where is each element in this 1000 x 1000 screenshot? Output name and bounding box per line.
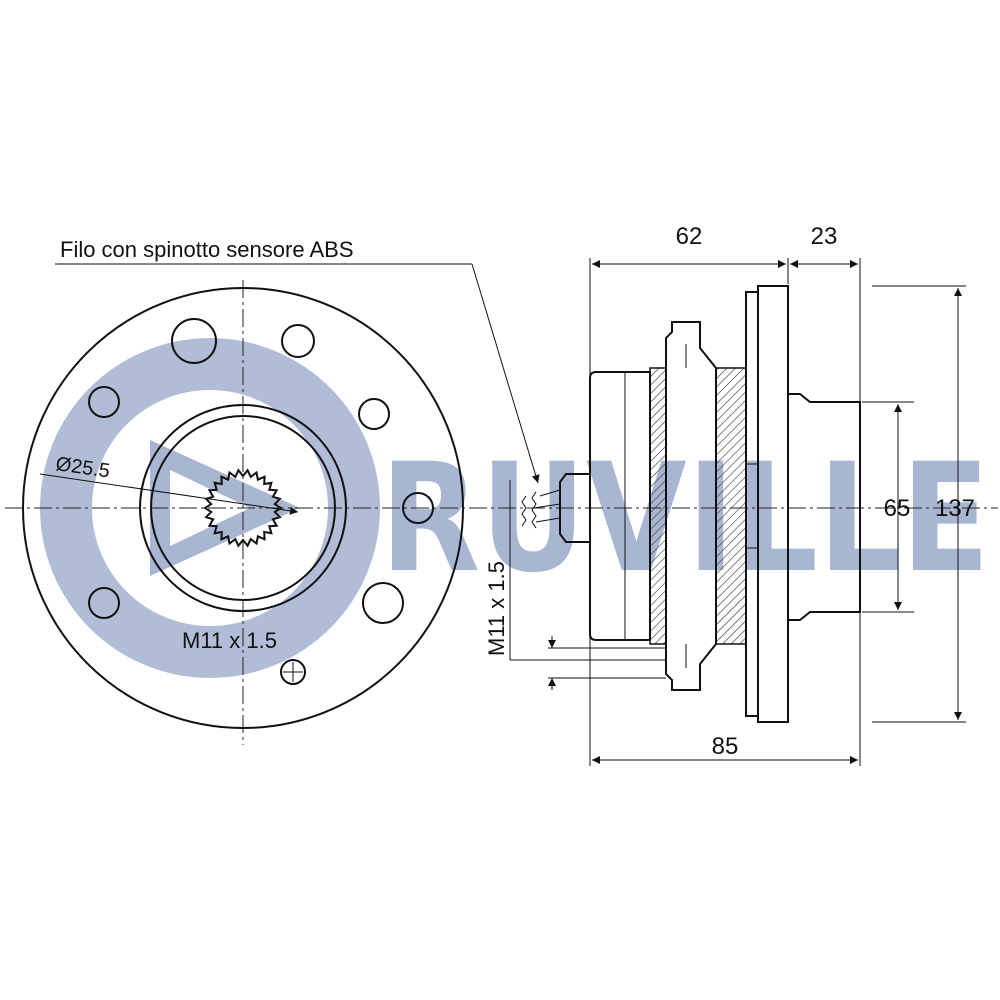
bolt-hole (281, 324, 315, 358)
wheel-flange (757, 285, 789, 723)
bolt-hole (88, 386, 120, 418)
watermark-text: RUVILLE (380, 432, 990, 606)
hatched-race (715, 367, 747, 645)
abs-connector (559, 473, 590, 543)
diameter-leader (39, 473, 299, 515)
side-view (521, 285, 861, 723)
abs-wire (533, 489, 561, 523)
bolt-hole (358, 398, 390, 430)
watermark-logo: RUVILLE (40, 338, 990, 678)
front-thread-label: M11 x 1.5 (182, 628, 277, 653)
abs-sensor-label: Filo con spinotto sensore ABS (60, 237, 354, 262)
spline-bore (203, 468, 283, 548)
dimensions: 62 23 85 65 137 M11 x 1.5 (484, 223, 975, 766)
thread-hole (280, 659, 306, 685)
hatched-seal (649, 367, 667, 645)
abs-callout: Filo con spinotto sensore ABS (55, 237, 540, 484)
bolt-hole (88, 587, 120, 619)
dim-62-label: 62 (676, 223, 703, 250)
bolt-hole (362, 582, 404, 624)
side-thread-label: M11 x 1.5 (484, 561, 509, 656)
callout-leader (471, 263, 540, 484)
dim-23-label: 23 (811, 223, 838, 250)
dim-85-label: 85 (712, 733, 739, 760)
bolt-hole (171, 318, 217, 364)
dim-65-label: 65 (884, 495, 911, 522)
dim-137-label: 137 (935, 495, 975, 522)
